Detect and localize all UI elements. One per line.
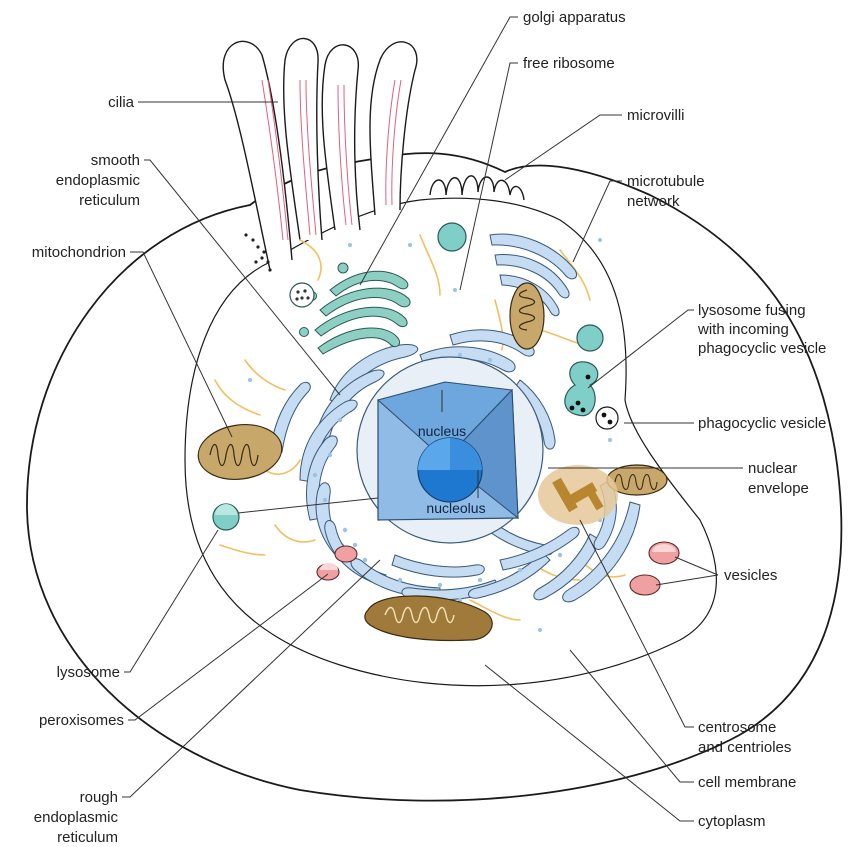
microvilli [430, 176, 524, 200]
lysosome-fusing [565, 362, 598, 416]
label-smooth-er-line1: smooth [91, 152, 140, 169]
label-centrosome-line2: and centrioles [698, 739, 791, 756]
label-vesicles: vesicles [724, 567, 777, 584]
vesicle-organelles [630, 542, 679, 595]
label-cytoplasm: cytoplasm [698, 813, 766, 830]
label-nuclear-envelope-line1: nuclear [748, 460, 797, 477]
label-smooth-er-line3: reticulum [79, 192, 140, 209]
label-phagocyclic-vesicle: phagocyclic vesicle [698, 415, 826, 432]
teal-vesicle-top [438, 223, 466, 251]
label-lysosome-fusing-line2: with incoming [697, 321, 789, 338]
golgi-apparatus [300, 263, 411, 354]
label-microtubule-line2: network [627, 193, 680, 210]
label-smooth-er-line2: endoplasmic [56, 172, 141, 189]
label-peroxisomes: peroxisomes [39, 712, 124, 729]
label-lysosome-fusing-line3: phagocyclic vesicle [698, 340, 826, 357]
label-microtubule-line1: microtubule [627, 173, 705, 190]
label-cilia: cilia [108, 94, 134, 111]
label-free-ribosome: free ribosome [523, 55, 615, 72]
label-rough-er-line2: endoplasmic [34, 809, 119, 826]
label-cell-membrane: cell membrane [698, 774, 796, 791]
label-microvilli: microvilli [627, 107, 685, 124]
label-rough-er-line3: reticulum [57, 829, 118, 846]
label-nuclear-envelope-line2: envelope [748, 480, 809, 497]
mitochondrion-bottom [365, 596, 492, 641]
phagocyclic-vesicle [596, 407, 618, 429]
label-lysosome-fusing-line1: lysosome fusing [698, 302, 806, 319]
label-lysosome: lysosome [57, 664, 120, 681]
label-nucleus: nucleus [418, 423, 466, 439]
label-golgi-apparatus: golgi apparatus [523, 9, 626, 26]
mitochondrion-left [195, 419, 286, 484]
centrosome [538, 465, 618, 525]
speckled-vesicle [290, 283, 314, 307]
label-nucleolus: nucleolus [426, 500, 485, 516]
label-rough-er-line1: rough [80, 789, 118, 806]
mitochondrion-upper-right [510, 283, 544, 349]
label-mitochondrion: mitochondrion [32, 244, 126, 261]
label-centrosome-line1: centrosome [698, 719, 776, 736]
teal-vesicle-right [577, 325, 603, 351]
lysosome-organelle [213, 504, 239, 530]
